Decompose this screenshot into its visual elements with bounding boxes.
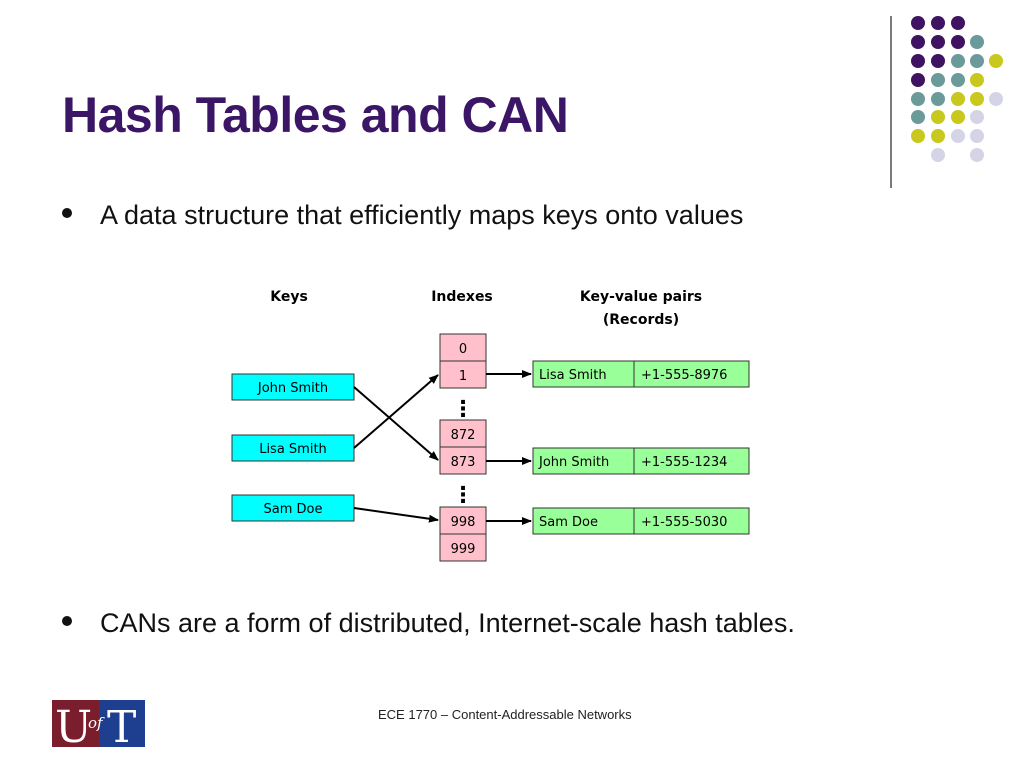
decor-dot [970, 129, 984, 143]
record-name: Lisa Smith [539, 368, 607, 383]
decor-dot [970, 92, 984, 106]
decor-dot [951, 54, 965, 68]
indexes-header: Indexes [431, 289, 493, 305]
logo-right-panel [99, 700, 145, 747]
index-label: 1 [459, 369, 467, 384]
index-cell: 999 [439, 533, 487, 562]
decor-dot [931, 129, 945, 143]
decor-dot [931, 92, 945, 106]
slide-footer: ECE 1770 – Content-Addressable Networks [378, 707, 632, 722]
decor-dot [911, 129, 925, 143]
decor-dot [911, 35, 925, 49]
decor-dot [970, 73, 984, 87]
logo-letter-u: U [55, 702, 92, 747]
decor-dot [931, 110, 945, 124]
record-phone: +1-555-5030 [641, 515, 727, 530]
key-box: Sam Doe [231, 494, 355, 522]
decor-dot [951, 92, 965, 106]
university-logo: U of T [52, 700, 145, 747]
vertical-divider [890, 16, 892, 188]
decor-dot [911, 54, 925, 68]
logo-letter-of: of [88, 714, 105, 732]
decor-dot [951, 73, 965, 87]
decor-dot [931, 16, 945, 30]
bullet-icon [62, 616, 72, 626]
decor-dot [970, 110, 984, 124]
logo-left-panel [52, 700, 99, 747]
index-ellipsis: ⋮ [452, 483, 474, 508]
key-label: Sam Doe [264, 502, 323, 517]
decorative-dot-grid [911, 16, 1003, 162]
decor-dot [931, 73, 945, 87]
bullet-text: A data structure that efficiently maps k… [100, 200, 744, 230]
key-label: Lisa Smith [259, 442, 327, 457]
decor-dot [951, 35, 965, 49]
bullet-item: CANs are a form of distributed, Internet… [62, 608, 795, 639]
key-label: John Smith [257, 381, 328, 396]
index-label: 0 [459, 342, 467, 357]
decor-dot [911, 92, 925, 106]
records-header-line1: Key-value pairs [580, 289, 702, 305]
key-box: Lisa Smith [231, 434, 355, 462]
bullet-text: CANs are a form of distributed, Internet… [100, 608, 795, 638]
bullet-item: A data structure that efficiently maps k… [62, 200, 743, 231]
decor-dot [911, 110, 925, 124]
index-cell: 1 [439, 360, 487, 389]
index-cell: 873 [439, 446, 487, 475]
arrow-sam-to-998 [353, 507, 439, 523]
decor-dot [911, 16, 925, 30]
record-row: John Smith +1-555-1234 [532, 447, 750, 475]
index-label: 873 [451, 455, 476, 470]
record-row: Lisa Smith +1-555-8976 [532, 360, 750, 388]
record-phone: +1-555-1234 [641, 455, 727, 470]
arrow-john-to-873 [353, 386, 439, 461]
index-label: 872 [451, 428, 476, 443]
decor-dot [951, 129, 965, 143]
decor-dot [970, 54, 984, 68]
index-label: 998 [451, 515, 476, 530]
index-ellipsis: ⋮ [452, 397, 474, 422]
slide-title: Hash Tables and CAN [62, 87, 569, 143]
key-box: John Smith [231, 373, 355, 401]
index-label: 999 [451, 542, 476, 557]
record-phone: +1-555-8976 [641, 368, 727, 383]
decor-dot [931, 54, 945, 68]
decor-dot [951, 110, 965, 124]
decor-dot [970, 35, 984, 49]
decor-dot [989, 54, 1003, 68]
bullet-icon [62, 208, 72, 218]
record-name: John Smith [538, 455, 609, 470]
decor-dot [931, 148, 945, 162]
arrow-lisa-to-1 [353, 374, 439, 449]
index-cell: 872 [439, 419, 487, 448]
record-row: Sam Doe +1-555-5030 [532, 507, 750, 535]
records-header-line2: (Records) [603, 312, 679, 328]
dot-grid-group [911, 16, 1003, 162]
index-cell: 0 [439, 333, 487, 362]
decor-dot [989, 92, 1003, 106]
logo-letter-t: T [107, 702, 136, 747]
decor-dot [911, 73, 925, 87]
decor-dot [951, 16, 965, 30]
record-name: Sam Doe [539, 515, 598, 530]
index-cell: 998 [439, 506, 487, 535]
decor-dot [970, 148, 984, 162]
keys-header: Keys [270, 289, 308, 305]
decor-dot [931, 35, 945, 49]
